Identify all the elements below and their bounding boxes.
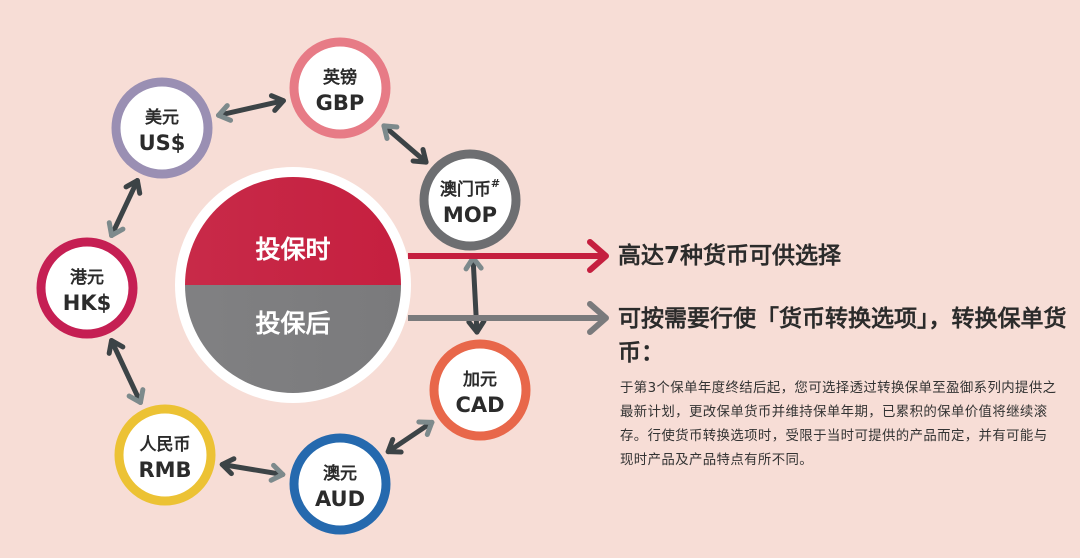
coin-ring	[289, 433, 391, 535]
currency-code: RMB	[138, 458, 191, 482]
currency-code: HK$	[63, 291, 111, 315]
coin-ring	[289, 37, 391, 139]
currency-chinese-name: 澳元	[323, 463, 357, 484]
currency-coin-cad: 加元 CAD	[429, 339, 531, 441]
conversion-option-heading: 可按需要行使「货币转换选项」，转换保单货币：	[618, 306, 1067, 366]
currency-footnote-mark: #	[491, 177, 500, 190]
center-label-at-issue: 投保时	[255, 235, 330, 264]
arrowhead-icon	[410, 147, 429, 165]
coin-ring	[429, 339, 531, 441]
arrowhead-icon	[381, 123, 400, 141]
cycle-arrow-line	[109, 178, 140, 238]
coin-ring	[114, 404, 216, 506]
cycle-arrow-line	[109, 338, 143, 405]
currency-chinese-name: 加元	[462, 370, 497, 390]
cycle-arrow	[106, 178, 143, 238]
arrowhead-icon	[123, 178, 143, 196]
currency-coin-us: 美元 US$	[111, 77, 213, 179]
arrowhead-icon	[268, 93, 286, 113]
arrowhead-icon	[268, 462, 286, 483]
currency-code: US$	[139, 131, 186, 155]
arrowhead-icon	[219, 456, 237, 477]
currency-coin-rmb: 人民币 RMB	[114, 404, 216, 506]
currency-chinese-name: 英镑	[323, 67, 357, 88]
currency-code: MOP	[443, 203, 497, 227]
cycle-arrow-line	[385, 419, 435, 455]
arrowhead-icon	[385, 436, 404, 455]
center-label-after-issue: 投保后	[255, 309, 330, 338]
arrowhead-icon	[416, 419, 435, 438]
cycle-arrows	[106, 93, 487, 483]
arrowhead-icon	[126, 387, 146, 405]
currency-code: AUD	[315, 487, 365, 511]
currency-coin-hk: 港元 HK$	[36, 237, 138, 339]
pointer-arrow-top	[408, 239, 609, 273]
currency-code: CAD	[455, 393, 504, 417]
currency-coins: 英镑 GBP 澳门币# MOP 加元 CAD 澳元 AUD 人民币 RMB 港元 HK$ 美元 US$	[36, 37, 531, 535]
pointer-arrow-bottom	[408, 301, 609, 335]
currency-chinese-name: 澳门币#	[440, 177, 500, 200]
currency-code: GBP	[316, 91, 365, 115]
currency-chinese-name: 人民币	[140, 435, 191, 455]
cycle-arrow	[381, 123, 429, 165]
conversion-description: 于第3个保单年度终结后起，您可选择透过转换保单至盈御系列内提供之最新计划，更改保…	[620, 381, 1057, 468]
center-circle: 投保时 投保后	[175, 167, 411, 403]
currency-coin-aud: 澳元 AUD	[289, 433, 391, 535]
cycle-arrow-line	[381, 123, 429, 165]
cycle-arrow-line	[216, 98, 286, 118]
arrowhead-icon	[106, 220, 126, 238]
currency-coin-gbp: 英镑 GBP	[289, 37, 391, 139]
cycle-arrow-line	[219, 461, 286, 478]
cycle-arrow	[106, 338, 146, 405]
cycle-arrow	[385, 419, 435, 455]
cycle-arrow	[216, 93, 286, 123]
coin-ring	[111, 77, 213, 179]
arrowhead-icon	[106, 338, 126, 356]
arrowhead-icon	[216, 103, 234, 123]
currency-chinese-name: 美元	[145, 107, 179, 128]
currency-chinese-name: 港元	[70, 267, 104, 288]
coin-ring	[419, 149, 521, 251]
arrowhead-icon	[466, 318, 487, 335]
currency-coin-mop: 澳门币# MOP	[419, 149, 521, 251]
currency-count-heading: 高达7种货币可供选择	[618, 243, 842, 269]
coin-ring	[36, 237, 138, 339]
cycle-arrow	[219, 456, 286, 483]
